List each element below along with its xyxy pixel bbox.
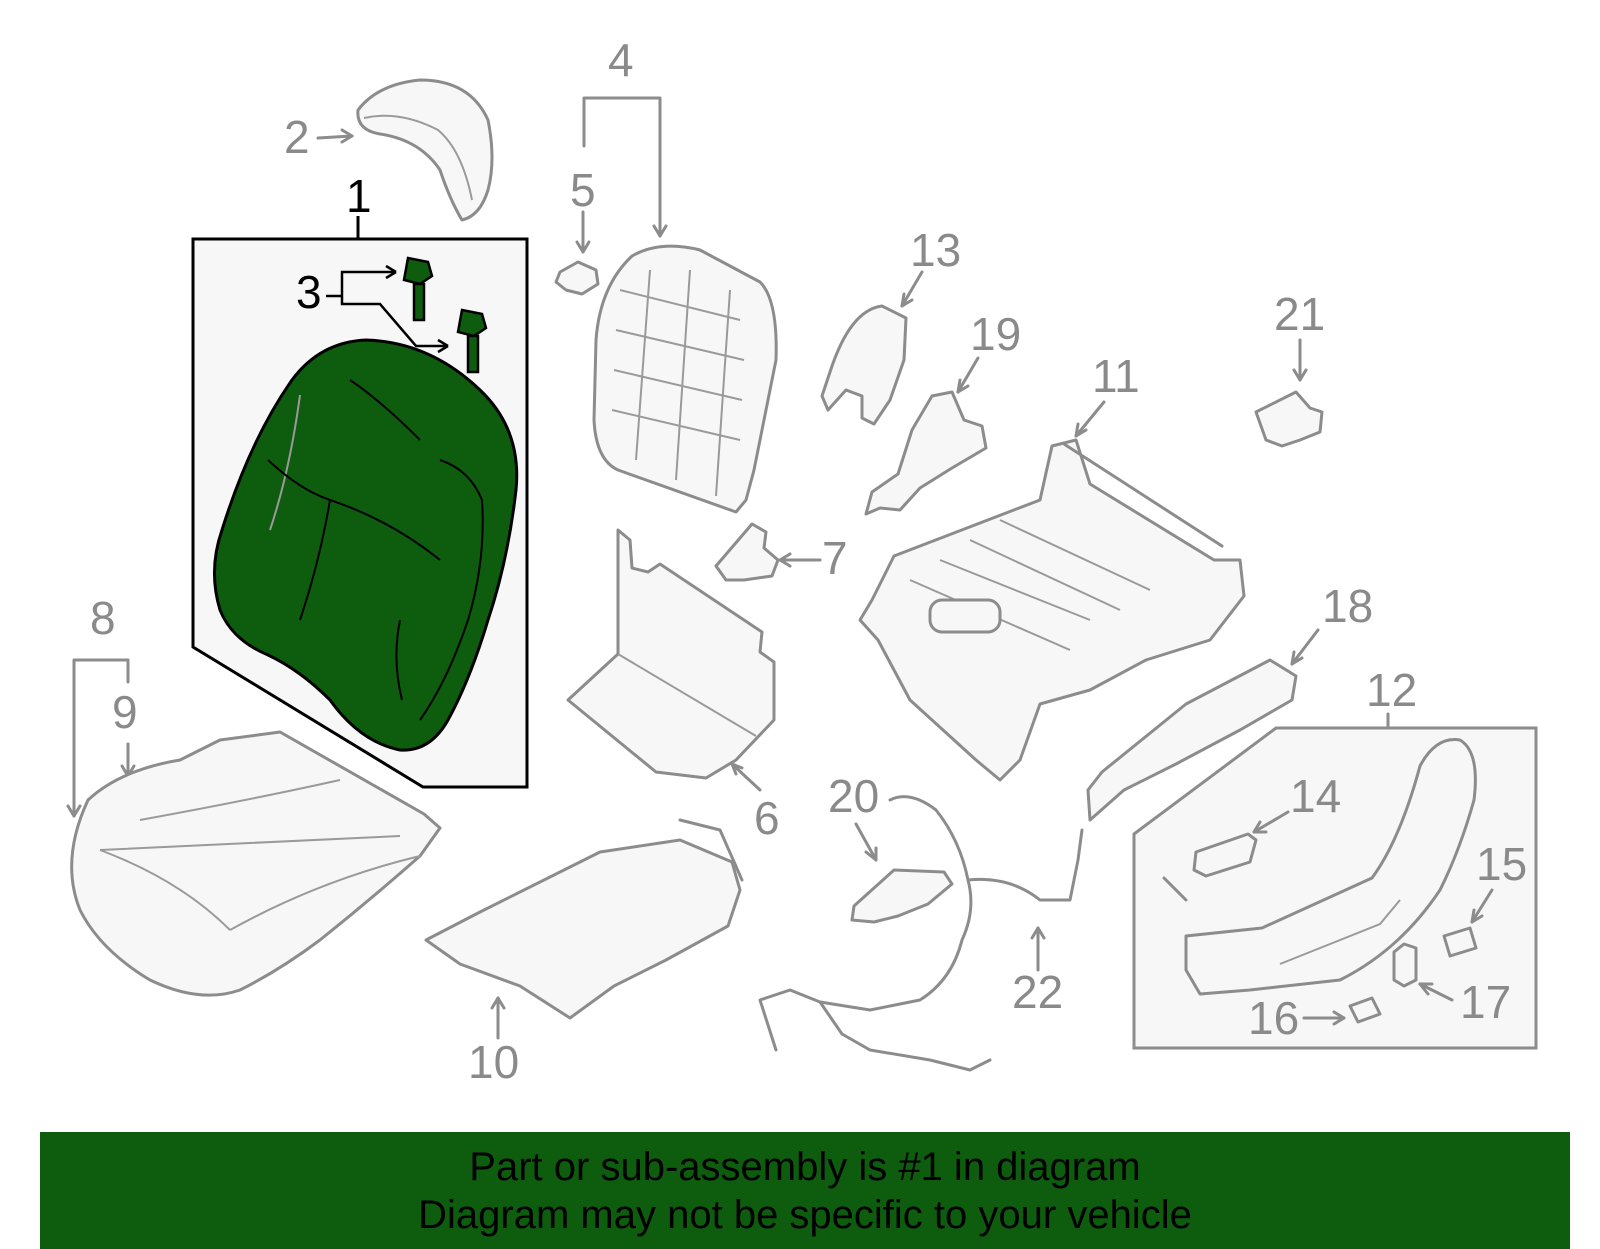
part-11-seat-track: 11 — [858, 350, 1246, 782]
part-13-cover: 13 — [820, 224, 961, 426]
part-22-wire-harness: 22 — [758, 795, 1084, 1072]
callout-18: 18 — [1322, 580, 1373, 632]
bolt-icon — [402, 256, 434, 322]
callout-8: 8 — [90, 592, 116, 644]
part-8-seat-cushion: 8 9 — [66, 592, 442, 997]
callout-16: 16 — [1248, 992, 1299, 1044]
part-12-group: 12 14 15 16 17 — [1132, 664, 1538, 1050]
callout-3: 3 — [296, 266, 322, 318]
callout-9: 9 — [112, 686, 138, 738]
part-2-headrest: 2 — [284, 78, 494, 222]
part-19-bracket: 19 — [864, 308, 1021, 516]
callout-17: 17 — [1460, 976, 1511, 1028]
callout-13: 13 — [910, 224, 961, 276]
part-6-panel: 6 — [566, 528, 780, 844]
callout-19: 19 — [970, 308, 1021, 360]
callout-14: 14 — [1290, 770, 1341, 822]
banner-line-1: Part or sub-assembly is #1 in diagram — [469, 1144, 1141, 1189]
bolt-icon — [456, 308, 488, 374]
callout-20: 20 — [828, 770, 879, 822]
callout-5: 5 — [570, 164, 596, 216]
part-18-side-cover: 18 — [1086, 580, 1373, 822]
callout-21: 21 — [1274, 288, 1325, 340]
banner-line-2: Diagram may not be specific to your vehi… — [418, 1192, 1192, 1237]
callout-1: 1 — [346, 170, 372, 222]
callout-11: 11 — [1092, 350, 1140, 402]
callout-15: 15 — [1476, 838, 1527, 890]
callout-2: 2 — [284, 111, 310, 163]
part-1-group: 1 3 — [191, 170, 529, 789]
seat-back-cover[interactable] — [213, 338, 519, 752]
callout-22: 22 — [1012, 966, 1063, 1018]
callout-4: 4 — [608, 34, 634, 86]
part-7-bracket: 7 — [714, 522, 848, 584]
callout-6: 6 — [754, 792, 780, 844]
callout-12: 12 — [1366, 664, 1417, 716]
part-20-handle: 20 — [828, 770, 954, 924]
part-4-seatback-frame: 4 5 — [554, 34, 778, 514]
info-banner: Part or sub-assembly is #1 in diagram Di… — [40, 1132, 1570, 1249]
callout-7: 7 — [822, 532, 848, 584]
part-10-cushion-pan: 10 — [424, 818, 744, 1088]
callout-10: 10 — [468, 1036, 519, 1088]
part-21-clip: 21 — [1254, 288, 1325, 448]
